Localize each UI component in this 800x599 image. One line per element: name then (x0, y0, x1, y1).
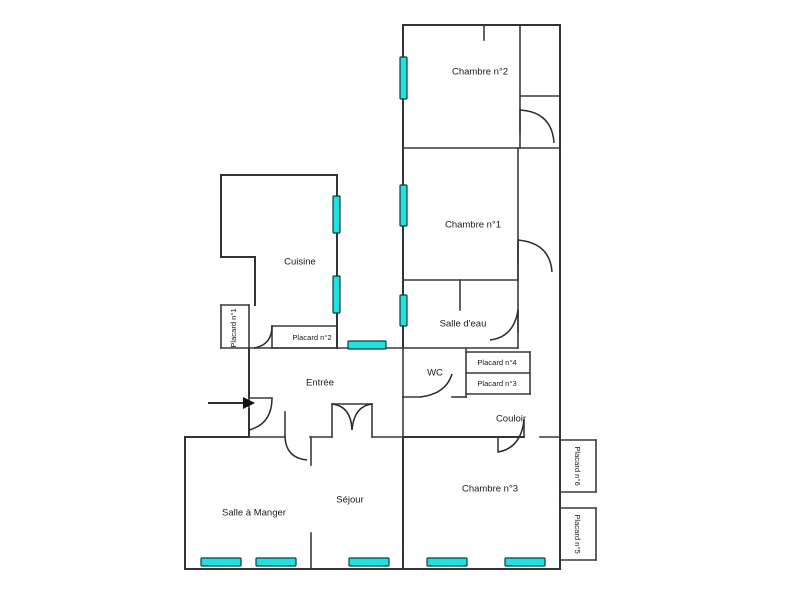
door-salle-deau-arc (489, 309, 519, 341)
closet-label-placard1: Placard n°1 (229, 308, 238, 347)
window-cuisine-east-upper (332, 195, 341, 234)
closet-label-placard2: Placard n°2 (292, 333, 331, 342)
window-salle-a-manger-1 (200, 557, 242, 567)
closet-label-placard5: Placard n°5 (573, 514, 582, 553)
entrance-arrow-head (243, 397, 255, 409)
window-chambre1-west (399, 184, 408, 227)
door-chambre1-arc (517, 239, 553, 273)
wall-group-interior (220, 24, 597, 570)
closet-label-group: Placard n°1 Placard n°2 Placard n°4 Plac… (229, 308, 582, 553)
closet-label-placard6: Placard n°6 (573, 446, 582, 485)
room-label-chambre2: Chambre n°2 (452, 67, 508, 78)
closet-label-placard3: Placard n°3 (477, 379, 516, 388)
window-chambre3-1 (426, 557, 468, 567)
door-chambre3-arc (497, 419, 525, 453)
room-label-salle-a-manger: Salle à Manger (222, 508, 286, 519)
closet-label-placard4: Placard n°4 (477, 358, 516, 367)
room-label-sejour: Séjour (336, 495, 363, 506)
room-label-wc: WC (427, 368, 443, 379)
window-chambre3-2 (504, 557, 546, 567)
room-label-entree: Entrée (306, 378, 334, 389)
door-sejour-arc-right (351, 403, 373, 431)
room-label-chambre1: Chambre n°1 (445, 220, 501, 231)
door-sejour-arc-left (331, 403, 353, 431)
door-chambre2-arc (519, 109, 555, 144)
entrance-arrow (208, 397, 255, 409)
window-salle-a-manger-2 (255, 557, 297, 567)
door-entree-arc (248, 397, 273, 431)
window-cuisine-east-lower (332, 275, 341, 314)
window-salle-deau-west (399, 294, 408, 327)
room-label-group: Chambre n°2 Chambre n°1 Salle d'eau WC C… (222, 67, 526, 519)
room-label-cuisine: Cuisine (284, 257, 316, 268)
door-wc-arc (419, 373, 453, 398)
door-group (248, 109, 555, 461)
room-label-couloir: Couloir (496, 414, 526, 425)
door-sam-arc (284, 436, 308, 461)
room-label-chambre3: Chambre n°3 (462, 484, 518, 495)
window-chambre2-west (399, 56, 408, 100)
window-group (200, 56, 546, 567)
door-cuisine-arc (253, 325, 273, 349)
room-label-salle-deau: Salle d'eau (440, 319, 487, 330)
window-sejour-1 (348, 557, 390, 567)
window-entree-north (347, 340, 387, 350)
